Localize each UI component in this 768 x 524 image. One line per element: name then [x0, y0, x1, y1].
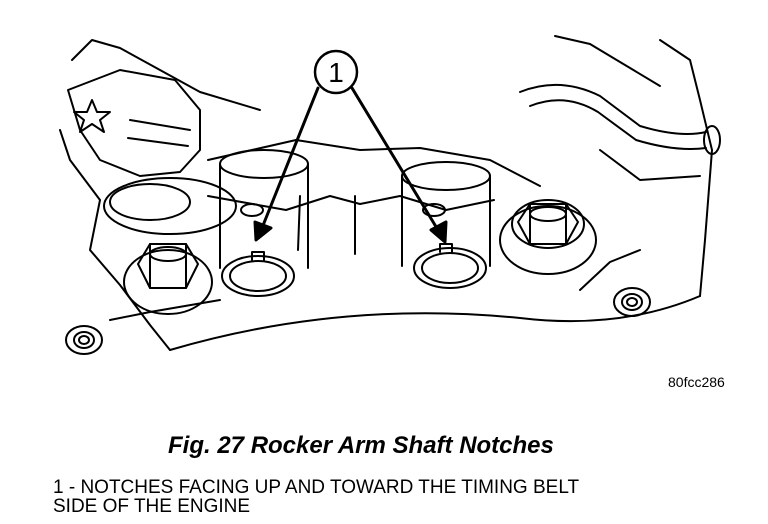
- wire-harness: [519, 83, 721, 181]
- left-bracket: [67, 69, 201, 177]
- legend-line-2: SIDE OF THE ENGINE: [53, 496, 251, 517]
- shaft-notch-left: [251, 251, 265, 261]
- legend: 1 - NOTCHES FACING UP AND TOWARD THE TIM…: [53, 478, 753, 516]
- leader-arrow-right: [350, 86, 440, 232]
- callout-number: 1: [328, 57, 344, 88]
- leader-arrow-left: [260, 86, 320, 230]
- hex-bolt-left: [103, 177, 237, 315]
- rocker-arm-shaft-illustration: 1: [59, 35, 721, 355]
- hex-bolt-right: [499, 199, 597, 275]
- figure-reference-code: 80fcc286: [668, 374, 725, 390]
- legend-line-1: 1 - NOTCHES FACING UP AND TOWARD THE TIM…: [53, 477, 580, 498]
- threaded-hole-right: [613, 287, 651, 317]
- threaded-hole-left: [65, 325, 103, 355]
- pentastar-logo-icon: [73, 99, 111, 133]
- rocker-shaft-left: [219, 149, 309, 297]
- callout-bubble: 1: [313, 49, 359, 95]
- shaft-notch-right: [439, 243, 453, 253]
- callout-arrows: [253, 86, 448, 244]
- figure-title: Fig. 27 Rocker Arm Shaft Notches: [168, 432, 554, 459]
- rocker-shaft-right: [401, 161, 491, 289]
